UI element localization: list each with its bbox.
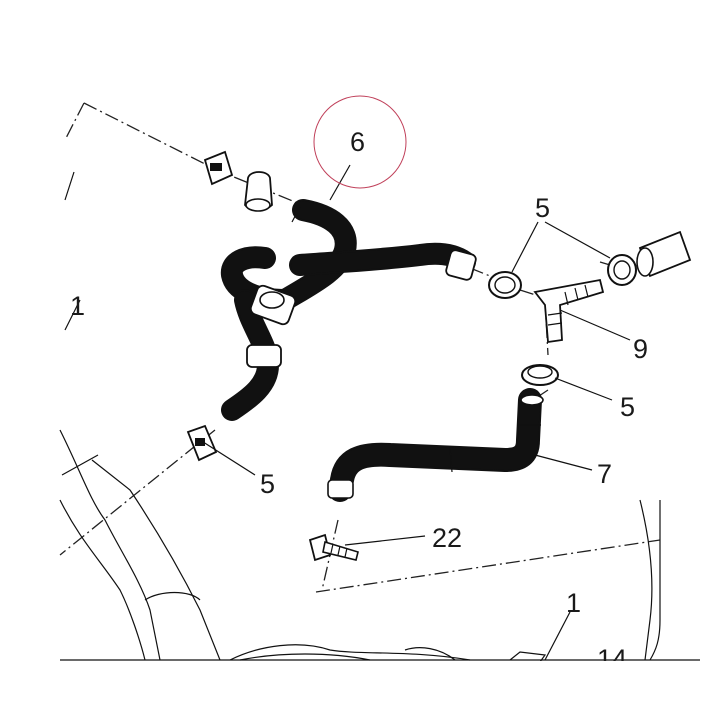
clamp-left-lower [186, 424, 218, 462]
bolt-22 [308, 533, 359, 562]
callout-1-left: 1 [70, 291, 85, 321]
hose-6 [220, 199, 477, 421]
pipe-stub-right [636, 230, 692, 278]
callout-5-left: 5 [260, 469, 275, 499]
callout-5-mid: 5 [620, 392, 635, 422]
clamp-band-top-left [244, 171, 273, 212]
callout-6: 6 [350, 127, 365, 157]
assembly-axis-lines [59, 102, 661, 593]
callout-1-bottom: 1 [566, 588, 581, 618]
highlight-circle [313, 95, 407, 189]
leader-lines [64, 164, 631, 661]
frame-structure [59, 429, 700, 663]
callout-5-top: 5 [535, 193, 550, 223]
callout-9: 9 [633, 334, 648, 364]
clamp-top-left [203, 150, 234, 186]
callout-labels: 6 5 9 5 5 7 22 1 1 14 [70, 127, 648, 674]
callout-22: 22 [432, 523, 462, 553]
bottom-crop-mask [0, 661, 720, 720]
clamp-right [607, 254, 637, 286]
hose-7 [327, 388, 544, 502]
y-connector-9 [533, 278, 605, 344]
clamp-lower-mid [521, 364, 559, 386]
clamp-mid [488, 271, 522, 299]
callout-7: 7 [597, 459, 612, 489]
